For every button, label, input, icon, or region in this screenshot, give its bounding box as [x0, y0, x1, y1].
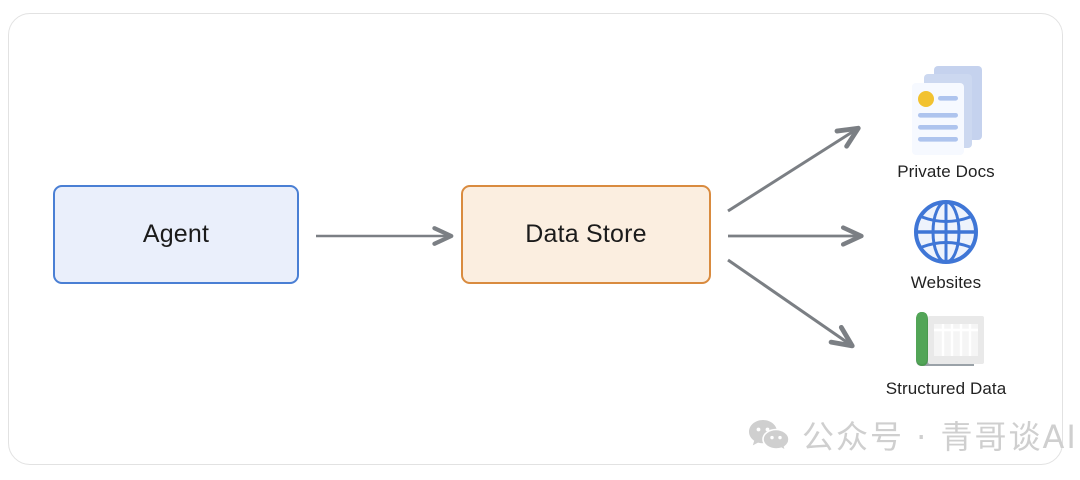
source-private-docs-label: Private Docs — [897, 162, 995, 181]
websites-icon-wrap — [911, 195, 981, 269]
structured-data-icon-wrap — [896, 305, 996, 375]
source-structured-data-label: Structured Data — [885, 379, 1007, 398]
stacked-documents-icon — [912, 66, 982, 155]
private-docs-icon-wrap — [900, 62, 992, 158]
globe-icon — [914, 200, 978, 264]
watermark: 公众号 · 青哥谈AI — [748, 412, 1078, 458]
source-websites[interactable]: Websites — [851, 195, 1041, 293]
source-structured-data[interactable]: Structured Data — [851, 305, 1041, 399]
watermark-text: 公众号 · 青哥谈AI — [802, 418, 1078, 456]
spreadsheet-roll-icon — [916, 312, 984, 366]
source-websites-label: Websites — [910, 273, 982, 292]
node-agent[interactable]: Agent — [53, 185, 299, 284]
node-agent-label: Agent — [142, 220, 210, 248]
node-data-store-label: Data Store — [525, 220, 647, 248]
node-data-store[interactable]: Data Store — [461, 185, 711, 284]
wechat-icon — [749, 420, 790, 452]
source-private-docs[interactable]: Private Docs — [851, 62, 1041, 182]
